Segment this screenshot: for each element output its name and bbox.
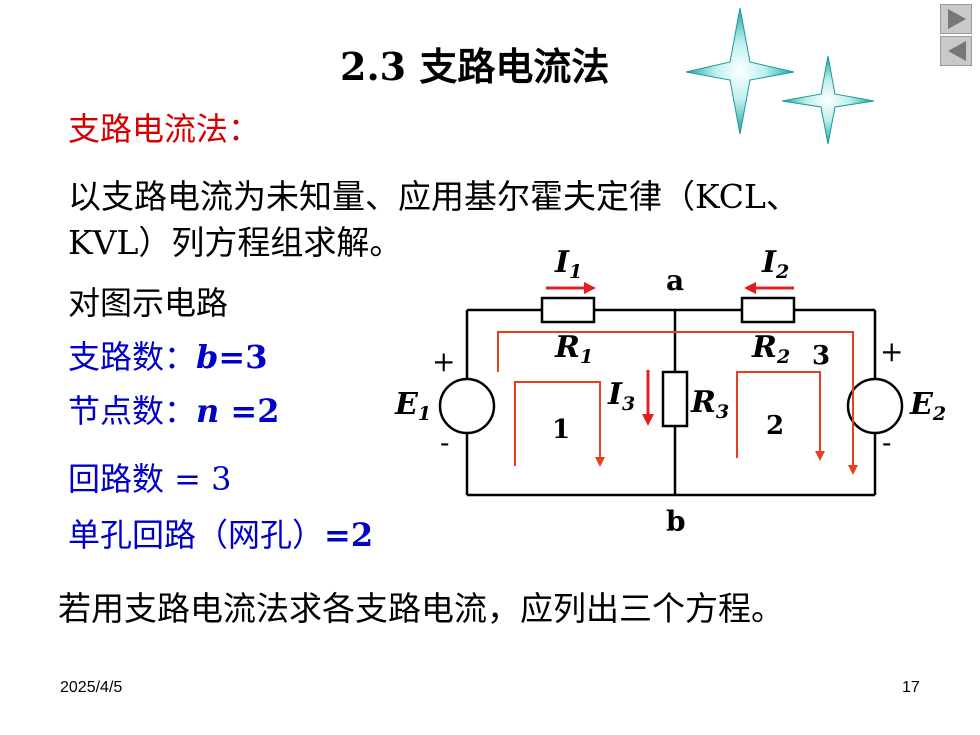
loop-count: 回路数 = 3: [68, 460, 232, 498]
star-decoration: [685, 7, 875, 144]
resistor-label-r3: R3: [690, 385, 729, 423]
branch-count-var: b: [196, 338, 219, 376]
resistor-label-r1: R1: [554, 330, 593, 368]
branch-count-value: =3: [218, 338, 268, 376]
circuit-intro: 对图示电路: [68, 284, 229, 322]
node-count-label: 节点数：: [68, 392, 197, 430]
mesh-count-label: 单孔回路（网孔）: [68, 516, 325, 554]
current-label-i1: I1: [554, 245, 582, 283]
polarity-plus-e1: +: [432, 345, 455, 378]
loop-label-3: 3: [812, 341, 830, 371]
branch-count: 支路数：b=3: [68, 332, 267, 378]
prev-slide-button[interactable]: [940, 36, 972, 66]
description-line-1: 以支路电流为未知量、应用基尔霍夫定律（KCL、: [68, 177, 799, 216]
circuit-wires: [465, 308, 877, 497]
resistor-r3: [661, 370, 689, 428]
voltage-source-e1: [438, 377, 496, 435]
loop-arrow-2: [736, 371, 825, 461]
description-line-2: KVL）列方程组求解。: [68, 223, 403, 262]
resistor-r1: [540, 296, 596, 324]
triangle-right-icon: [948, 9, 966, 29]
loop-label-2: 2: [766, 411, 784, 441]
triangle-left-icon: [948, 41, 966, 61]
polarity-minus-e1: -: [440, 426, 449, 459]
next-slide-button[interactable]: [940, 4, 972, 34]
four-point-star-icon: [685, 7, 795, 135]
node-count-value: =2: [219, 392, 280, 430]
current-label-i2: I2: [761, 245, 789, 283]
loop-arrow-1: [514, 381, 605, 467]
polarity-plus-e2: +: [880, 335, 903, 368]
mesh-count: 单孔回路（网孔）=2: [68, 510, 373, 556]
resistor-r2: [740, 296, 796, 324]
page-number: 17: [902, 679, 920, 696]
conclusion-text: 若用支路电流法求各支路电流，应列出三个方程。: [58, 589, 784, 628]
branch-count-label: 支路数：: [68, 338, 197, 376]
source-label-e1: E1: [394, 387, 431, 425]
resistor-label-r2: R2: [751, 330, 790, 368]
node-label-b: b: [666, 505, 686, 538]
mesh-count-value: =2: [324, 516, 374, 554]
node-label-a: a: [666, 264, 684, 297]
loop-label-1: 1: [552, 415, 570, 445]
node-count-var: n: [196, 392, 220, 430]
voltage-source-e2: [846, 377, 904, 435]
loop-arrow-3: [497, 331, 858, 475]
section-heading: 支路电流法：: [68, 110, 261, 148]
slide-date: 2025/4/5: [60, 679, 123, 696]
slide-title: 2.3 支路电流法: [340, 44, 610, 89]
current-label-i3: I3: [607, 377, 635, 415]
node-count: 节点数：n =2: [68, 386, 280, 432]
four-point-star-icon: [781, 55, 875, 144]
source-label-e2: E2: [909, 387, 946, 425]
polarity-minus-e2: -: [882, 426, 891, 459]
circuit-diagram: I1 I2 I3 a b R1 R2 R3 E1 E2 1 2 3 + - + …: [394, 245, 946, 538]
